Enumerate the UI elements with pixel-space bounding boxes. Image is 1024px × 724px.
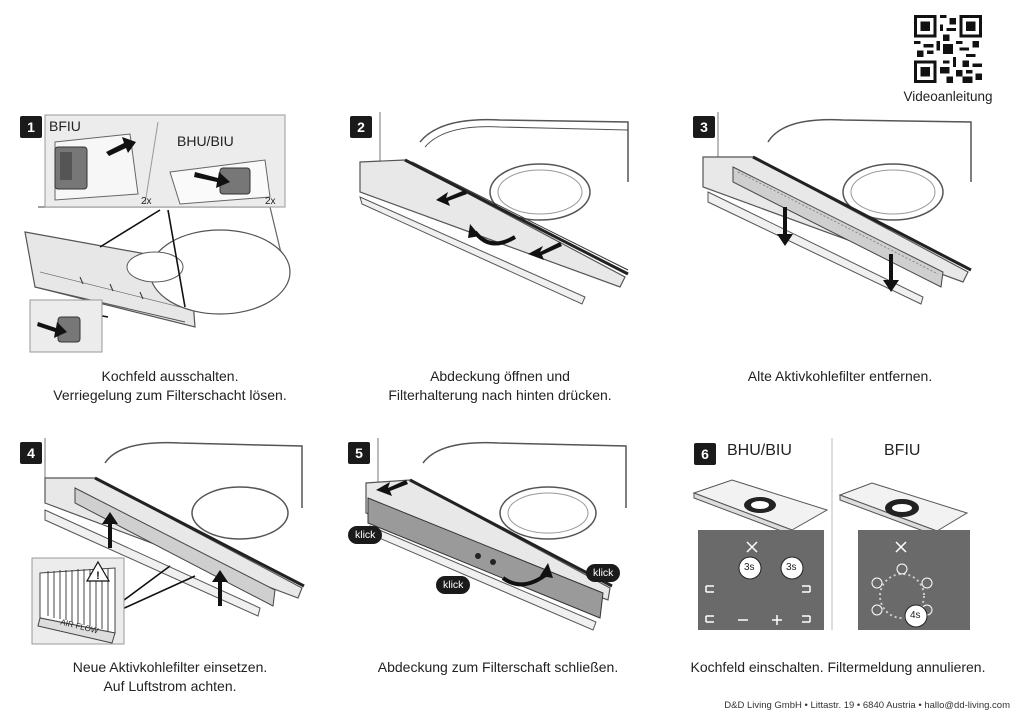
step-5-badge: 5 xyxy=(348,442,370,464)
inset-label-bhu-biu: BHU/BIU xyxy=(177,133,234,149)
klick-label-3: klick xyxy=(586,564,621,582)
step-6-badge: 6 xyxy=(694,443,716,465)
step-4-badge: 4 xyxy=(20,442,42,464)
qr-label: Videoanleitung xyxy=(903,89,993,104)
step-2-caption-line-2: Filterhalterung nach hinten drücken. xyxy=(388,387,612,403)
step-1-caption-line-2: Verriegelung zum Filterschacht lösen. xyxy=(53,387,287,403)
panel-label-bhu-biu: BHU/BIU xyxy=(727,442,792,459)
hold-time-1: 3s xyxy=(744,562,755,573)
step-2-caption: Abdeckung öffnen und Filterhalterung nac… xyxy=(350,367,650,405)
step-4-caption: Neue Aktivkohlefilter einsetzen. Auf Luf… xyxy=(20,658,320,696)
step-5: 5 klick klick klick xyxy=(348,438,640,650)
step-6: 6 BHU/BIU BFIU 3s 3s 4s xyxy=(692,438,984,650)
step-2: 2 xyxy=(350,112,640,362)
step-1-caption-line-1: Kochfeld ausschalten. xyxy=(101,368,239,384)
step-5-caption-line-1: Abdeckung zum Filterschaft schließen. xyxy=(377,659,619,675)
step-5-caption: Abdeckung zum Filterschaft schließen. xyxy=(348,658,648,677)
step-6-illustration xyxy=(692,438,970,630)
inset-count-1: 2x xyxy=(141,196,152,207)
svg-text:!: ! xyxy=(96,570,100,582)
inset-count-2: 2x xyxy=(265,196,276,207)
step-1-illustration xyxy=(24,114,291,353)
step-4: ! AIR FLOW 4 xyxy=(20,438,320,650)
step-6-caption: Kochfeld einschalten. Filtermeldung annu… xyxy=(670,658,1006,677)
step-3-caption: Alte Aktivkohlefilter entfernen. xyxy=(690,367,990,386)
step-1-badge: 1 xyxy=(20,116,42,138)
inset-label-bfiu: BFIU xyxy=(49,118,81,134)
step-6-caption-line-1: Kochfeld einschalten. Filtermeldung annu… xyxy=(690,659,986,675)
qr-code[interactable] xyxy=(914,15,982,83)
step-3-caption-line-1: Alte Aktivkohlefilter entfernen. xyxy=(747,368,933,384)
klick-label-2: klick xyxy=(436,576,471,594)
step-5-illustration xyxy=(365,438,627,631)
step-4-caption-line-2: Auf Luftstrom achten. xyxy=(103,678,237,694)
step-3-illustration xyxy=(702,112,972,305)
step-1-caption: Kochfeld ausschalten. Verriegelung zum F… xyxy=(20,367,320,405)
step-2-badge: 2 xyxy=(350,116,372,138)
hold-time-2: 3s xyxy=(786,562,797,573)
step-4-illustration: ! xyxy=(31,438,305,645)
step-3-badge: 3 xyxy=(693,116,715,138)
step-4-caption-line-1: Neue Aktivkohlefilter einsetzen. xyxy=(72,659,268,675)
step-1: 1 BFIU BHU/BIU 2x 2x xyxy=(20,112,320,362)
footer-address: D&D Living GmbH • Littastr. 19 • 6840 Au… xyxy=(724,700,1010,711)
step-2-illustration xyxy=(359,112,629,305)
hold-time-3: 4s xyxy=(910,610,921,621)
step-2-caption-line-1: Abdeckung öffnen und xyxy=(430,368,570,384)
step-3: 3 xyxy=(693,112,983,362)
panel-label-bfiu: BFIU xyxy=(884,442,921,459)
klick-label-1: klick xyxy=(348,526,383,544)
